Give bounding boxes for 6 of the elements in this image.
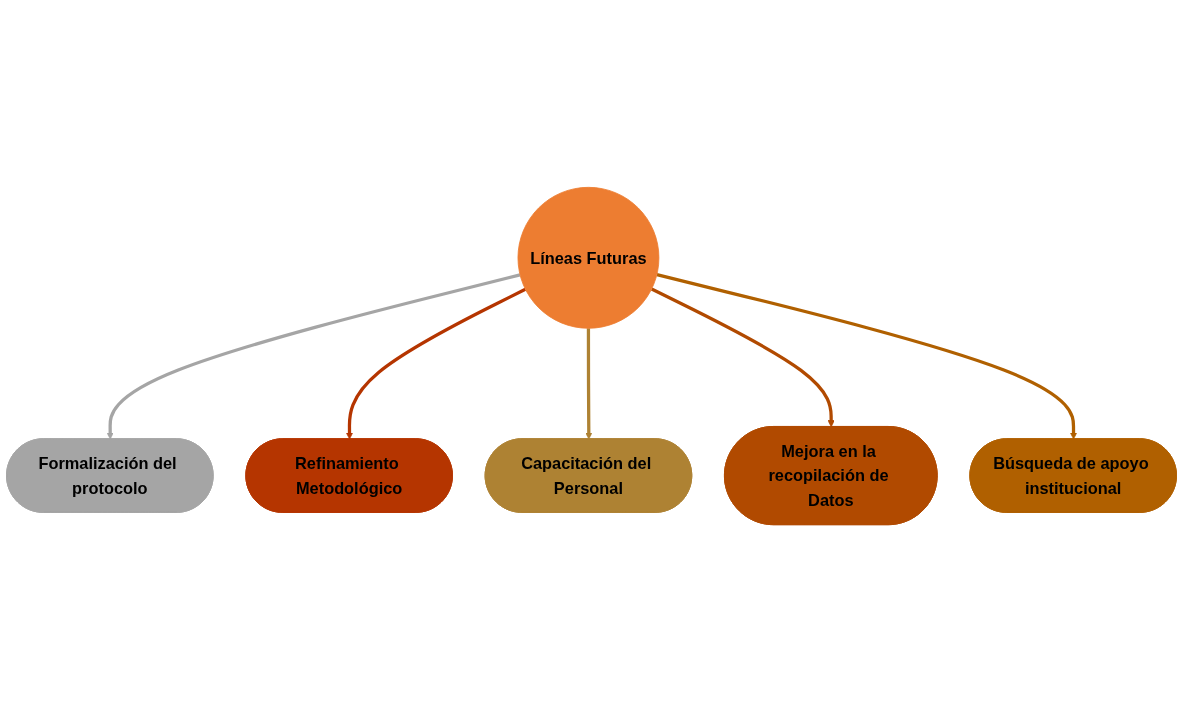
arrow (345, 287, 527, 439)
node-circle: Líneas Futuras (517, 186, 660, 329)
arrow (650, 287, 835, 427)
arrow (106, 272, 521, 439)
arrow (656, 272, 1078, 439)
arrow (585, 327, 593, 439)
